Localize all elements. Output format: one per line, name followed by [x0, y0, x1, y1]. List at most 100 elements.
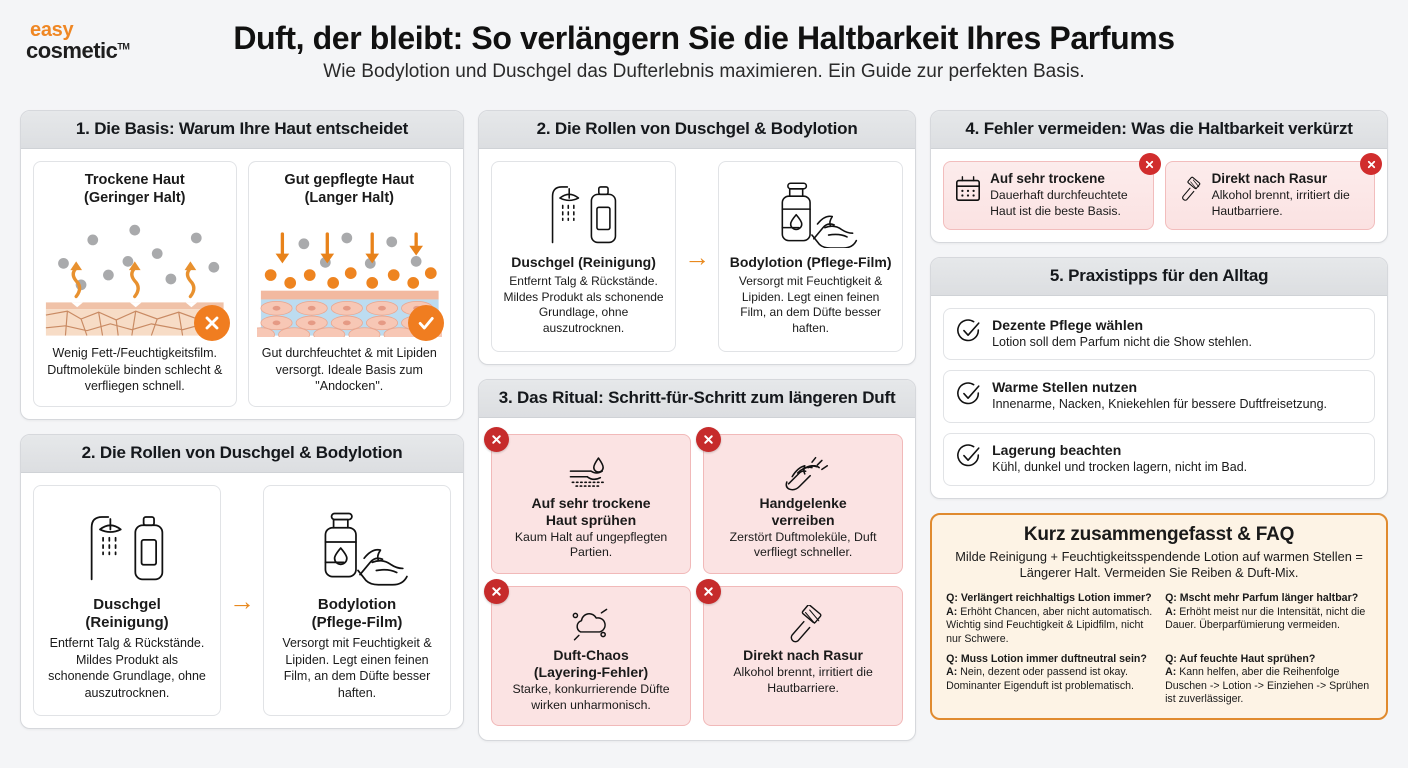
page-title: Duft, der bleibt: So verlängern Sie die … [233, 20, 1175, 56]
roles-row-left: Duschgel (Reinigung) Entfernt Talg & Rüc… [33, 485, 452, 717]
error-badge [1138, 153, 1161, 175]
close-icon [205, 316, 218, 330]
calendar-svg [956, 176, 981, 201]
columns-container: 1. Die Basis: Warum Ihre Haut entscheide… [0, 110, 1408, 742]
mistake-card-title: Direkt nach Rasur [712, 647, 894, 664]
faq-answer-text: Erhöht meist nur die Intensität, nicht d… [1165, 605, 1366, 632]
error-card-title: Auf sehr trockene [990, 171, 1105, 186]
shower-bottle-svg [90, 516, 164, 581]
mistake-title-line2: verreiben [771, 511, 835, 528]
section-4-heading: 4. Fehler vermeiden: Was die Haltbarkeit… [931, 111, 1388, 149]
role-title-line1: Duschgel [93, 596, 161, 614]
skin-card-healthy-title: Gut gepflegte Haut (Langer Halt) [257, 172, 443, 207]
check-circle-svg [957, 444, 980, 467]
error-card-desc: Alkohol brennt, irritiert die Hautbarrie… [1211, 188, 1350, 218]
title-block: Duft, der bleibt: So verlängern Sie die … [0, 0, 1408, 83]
skin-card-healthy-title-line2: (Langer Halt) [304, 189, 394, 206]
faq-answer-text: Nein, dezent oder passend ist okay. Domi… [946, 666, 1134, 692]
skin-card-healthy-desc: Gut durchfeuchtet & mit Lipiden versorgt… [261, 346, 437, 393]
faq-q-label: Q: [946, 652, 958, 665]
razor-icon [712, 605, 894, 645]
rubbing-hands-svg [785, 457, 829, 491]
panel-section-1: 1. Die Basis: Warum Ihre Haut entscheide… [20, 110, 465, 421]
faq-answer: A: Kann helfen, aber die Reihenfolge Dus… [1165, 666, 1372, 707]
mistake-title-line1: Auf sehr trockene [531, 495, 651, 512]
panel-section-4: 4. Fehler vermeiden: Was die Haltbarkeit… [930, 110, 1389, 243]
check-circle-icon [956, 381, 982, 412]
dry-skin-illustration [42, 217, 230, 342]
close-icon [1367, 160, 1375, 168]
pump-bottle-hand-svg [781, 182, 857, 248]
skin-card-dry-desc: Wenig Fett-/Feuchtigkeitsfilm. Duftmolek… [47, 346, 223, 393]
faq-question-text: Verlängert reichhaltigs Lotion immer? [960, 592, 1152, 605]
skin-card-healthy: Gut gepflegte Haut (Langer Halt) [246, 161, 452, 408]
role-title-line2: (Reinigung) [85, 614, 169, 632]
section-1-body: Trockene Haut (Geringer Halt) [21, 149, 463, 419]
faq-question-text: Auf feuchte Haut sprühen? [1179, 652, 1316, 665]
faq-q-label: Q: [1165, 652, 1177, 665]
tip-item: Warme Stellen nutzen Innenarme, Nacken, … [943, 370, 1376, 424]
mistake-card-desc: Kaum Halt auf ungepflegten Partien. [514, 529, 668, 560]
section-1-heading: 1. Die Basis: Warum Ihre Haut entscheide… [21, 111, 464, 149]
faq-item: Q: Mscht mehr Parfum länger haltbar? A: … [1165, 592, 1372, 646]
error-card-title: Direkt nach Rasur [1211, 171, 1328, 186]
error-card-desc: Dauerhaft durchfeuchtete Haut ist die be… [990, 188, 1128, 218]
section-2-left-body: Duschgel (Reinigung) Entfernt Talg & Rüc… [21, 473, 463, 728]
role-title-line2: (Pflege-Film) [311, 614, 403, 632]
column-left: 1. Die Basis: Warum Ihre Haut entscheide… [20, 110, 465, 730]
role-card-duschgel-mid-title: Duschgel (Reinigung) [511, 254, 656, 270]
flow-arrow-mid: → [684, 241, 711, 272]
section-2-mid-body: Duschgel (Reinigung) Entfernt Talg & Rüc… [479, 149, 915, 364]
healthy-skin-illustration [246, 217, 449, 343]
role-card-duschgel-left-title: Duschgel (Reinigung) [44, 596, 210, 632]
faq-a-label: A: [1165, 666, 1177, 679]
faq-panel: Kurz zusammengefasst & FAQ Milde Reinigu… [930, 512, 1389, 720]
section-4-body: Auf sehr trockene Dauerhaft durchfeuchte… [931, 149, 1387, 242]
tip-desc: Innenarme, Nacken, Kniekehlen für besser… [992, 397, 1328, 412]
close-icon [704, 435, 713, 444]
tip-desc: Lotion soll dem Parfum nicht die Show st… [992, 334, 1252, 349]
error-badge [484, 427, 510, 453]
status-badge-check [408, 305, 445, 342]
check-circle-icon [956, 318, 982, 349]
error-badge [696, 427, 722, 453]
check-icon [418, 317, 434, 330]
trademark-symbol: TM [117, 42, 130, 53]
tip-title: Dezente Pflege wählen [992, 316, 1144, 333]
mistake-card: Direkt nach Rasur Alkohol brennt, irriti… [696, 579, 904, 727]
error-card-text: Direkt nach Rasur Alkohol brennt, irriti… [1212, 171, 1364, 219]
role-card-bodylotion-left: Bodylotion (Pflege-Film) Versorgt mit Fe… [263, 485, 452, 717]
mistake-card: Auf sehr trockene Haut sprühen Kaum Halt… [484, 427, 692, 575]
mistake-title-line2: (Layering-Fehler) [533, 663, 649, 680]
pump-bottle-hand-icon [729, 174, 892, 248]
pump-bottle-hand-icon [274, 498, 440, 590]
skin-card-dry-title-line1: Trockene Haut [84, 172, 185, 188]
faq-question: Q: Muss Lotion immer duftneutral sein? [946, 653, 1153, 667]
section-2-mid-heading: 2. Die Rollen von Duschgel & Bodylotion [479, 111, 916, 149]
role-card-duschgel-left: Duschgel (Reinigung) Entfernt Talg & Rüc… [33, 485, 222, 717]
dry-skin-svg [45, 225, 224, 337]
shower-bottle-icon [44, 498, 210, 590]
panel-section-2-left: 2. Die Rollen von Duschgel & Bodylotion [20, 434, 465, 730]
column-right: 4. Fehler vermeiden: Was die Haltbarkeit… [930, 110, 1389, 720]
skin-card-dry-title-line2: (Geringer Halt) [84, 189, 186, 206]
faq-answer-text: Erhöht Chancen, aber nicht automatisch. … [946, 605, 1153, 645]
section-2-left-heading: 2. Die Rollen von Duschgel & Bodylotion [21, 435, 464, 474]
faq-a-label: A: [1165, 605, 1177, 618]
tip-text: Dezente Pflege wählen Lotion soll dem Pa… [992, 317, 1252, 351]
role-card-duschgel-left-desc: Entfernt Talg & Rückstände. Mildes Produ… [48, 636, 206, 700]
check-circle-svg [957, 319, 980, 342]
role-card-duschgel-mid-desc: Entfernt Talg & Rückstände. Mildes Produ… [503, 273, 664, 336]
faq-summary: Milde Reinigung + Feuchtigkeitsspendende… [955, 548, 1363, 580]
tip-desc: Kühl, dunkel und trocken lagern, nicht i… [992, 459, 1248, 474]
faq-a-label: A: [946, 666, 958, 679]
mistake-card: Duft-Chaos (Layering-Fehler) Starke, kon… [484, 579, 692, 727]
close-icon [492, 435, 501, 444]
razor-icon [1176, 171, 1204, 209]
tip-text: Warme Stellen nutzen Innenarme, Nacken, … [992, 379, 1327, 413]
faq-question: Q: Auf feuchte Haut sprühen? [1165, 653, 1372, 667]
faq-q-label: Q: [1165, 592, 1177, 605]
shower-bottle-icon [502, 174, 665, 248]
shower-bottle-svg [551, 186, 616, 244]
